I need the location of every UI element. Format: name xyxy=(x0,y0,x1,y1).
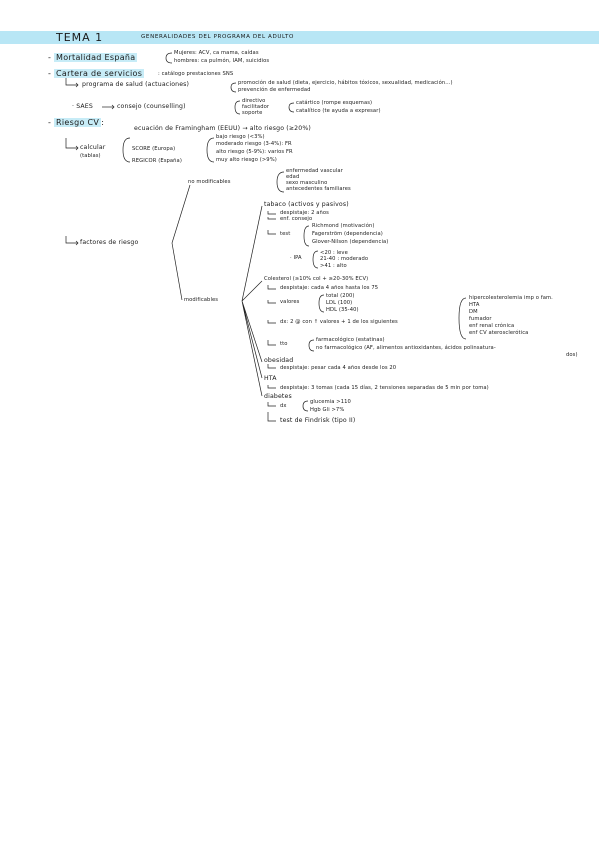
hta: HTA xyxy=(264,375,277,382)
modificables: modificables xyxy=(184,297,219,303)
score-label: SCORE (Europa) xyxy=(132,146,176,152)
ipa-label: · IPA xyxy=(290,255,302,261)
dx-item: enf CV aterosclerótica xyxy=(469,330,529,336)
findrisk-test: test de Findrisk (tipo II) xyxy=(280,417,356,424)
topic-title: TEMA 1 xyxy=(56,31,104,44)
riesgo-muy-alto: muy alto riesgo (>9%) xyxy=(216,157,277,163)
consejo-brace xyxy=(234,100,241,115)
factores-arrow xyxy=(65,236,78,244)
tablas-label: (tablas) xyxy=(80,153,101,159)
dx-brace xyxy=(458,297,467,340)
diabetes-glucemia: glucemia >110 xyxy=(310,399,351,405)
dx-item: hipercolesterolemia imp o fam. xyxy=(469,295,553,301)
consejo-catalitico: catalítico (te ayuda a expresar) xyxy=(296,108,381,114)
valores-label: valores xyxy=(280,299,300,305)
saes-label: · SAES xyxy=(72,103,93,110)
hta-despistaje: despistaje: 3 tomas (cada 15 días, 2 ten… xyxy=(280,385,489,391)
topic-subtitle: GENERALIDADES DEL PROGRAMA DEL ADULTO xyxy=(141,34,295,40)
regicor-label: REGICOR (España) xyxy=(132,158,182,164)
test-richmond: Richmond (motivación) xyxy=(312,223,375,229)
programa-arrow xyxy=(65,77,78,86)
valor-item: total (200) xyxy=(326,293,355,299)
programa-brace xyxy=(230,82,237,93)
cartera-heading: - Cartera de servicios xyxy=(48,69,145,78)
valores-brace xyxy=(318,294,325,313)
mortalidad-mujeres: Mujeres: ACV, ca mama, caídas xyxy=(174,50,259,56)
promocion-salud: promoción de salud (dieta, ejercicio, há… xyxy=(238,80,453,86)
tablas-brace xyxy=(122,137,131,163)
valor-item: LDL (100) xyxy=(326,300,353,306)
colesterol-dx: dx: 2 @ con ↑ valores + 1 de los siguien… xyxy=(280,319,398,325)
riesgo-alto: alto riesgo (5-9%): varios FR xyxy=(216,149,293,155)
consejo-label: consejo (counselling) xyxy=(117,103,186,110)
tto-no-farmacologico: no farmacológico (AF, alimentos antioxid… xyxy=(316,345,496,351)
riesgo-bajo: bajo riesgo (<3%) xyxy=(216,134,265,140)
framingham: ecuación de Framingham (EEUU) → alto rie… xyxy=(134,125,311,132)
mortalidad-hombres: hombres: ca pulmón, IAM, suicidios xyxy=(174,58,270,64)
mortalidad-brace xyxy=(165,52,173,64)
nm-item: enfermedad vascular xyxy=(286,168,343,174)
factores-branch xyxy=(171,184,191,301)
colesterol-despistaje: despistaje: cada 4 años hasta los 75 xyxy=(280,285,379,291)
modificables-fan xyxy=(241,205,263,397)
ipa-item: <20 : leve xyxy=(320,250,348,256)
tto-label: tto xyxy=(280,341,288,347)
diabetes: diabetes xyxy=(264,393,292,400)
dx-dia-brace xyxy=(302,400,309,412)
prevencion-enfermedad: prevención de enfermedad xyxy=(238,87,311,93)
test-label: test xyxy=(280,231,291,237)
obesidad: obesidad xyxy=(264,357,294,364)
tabaco-despistaje: despistaje: 2 años xyxy=(280,210,329,216)
score-brace xyxy=(206,137,215,163)
calcular-label: calcular xyxy=(80,144,106,151)
diabetes-hgb: Hgb Gli >7% xyxy=(310,407,345,413)
ipa-brace xyxy=(312,250,319,269)
cartera-desc: : catálogo prestaciones SNS xyxy=(158,71,234,77)
tabaco: tabaco (activos y pasivos) xyxy=(264,201,349,208)
dx-item: fumador xyxy=(469,316,492,322)
consejo-directivo: directivo xyxy=(242,98,266,104)
colesterol: Colesterol (≥10% col + ≥20-30% ECV) xyxy=(264,276,369,282)
nm-item: sexo masculino xyxy=(286,180,328,186)
nm-item: edad xyxy=(286,174,300,180)
nm-item: antecedentes familiares xyxy=(286,186,351,192)
riesgo-heading: - Riesgo CV: xyxy=(48,118,105,127)
programa-salud: programa de salud (actuaciones) xyxy=(82,81,190,88)
mortalidad-heading: - Mortalidad España xyxy=(48,53,138,62)
dx-item: enf renal crónica xyxy=(469,323,515,329)
ipa-item: 21-40 : moderado xyxy=(320,256,369,262)
consejo-catartico: catártico (rompe esquemas) xyxy=(296,100,373,106)
ipa-item: >41 : alto xyxy=(320,263,347,269)
obesidad-despistaje: despistaje: pesar cada 4 años desde los … xyxy=(280,365,397,371)
nm-brace xyxy=(276,171,285,193)
test-glover: Glover-Nilson (dependencia) xyxy=(312,239,389,245)
title-banner xyxy=(0,31,599,44)
dx-item: DM xyxy=(469,309,478,315)
tto-dos: dos) xyxy=(566,352,578,358)
test-brace xyxy=(303,225,310,247)
riesgo-moderado: moderado riesgo (3-4%): FR xyxy=(216,141,292,147)
factores-riesgo: factores de riesgo xyxy=(80,239,139,246)
no-modificables: no modificables xyxy=(188,179,231,185)
tabaco-enf: enf. consejo xyxy=(280,216,313,222)
tto-farmacologico: farmacológico (estatinas) xyxy=(316,337,385,343)
dx-item: HTA xyxy=(469,302,480,308)
tto-brace xyxy=(308,339,315,352)
calcular-arrow xyxy=(65,138,78,149)
consejo-soporte: soporte xyxy=(242,110,263,116)
valor-item: HDL (35-40) xyxy=(326,307,359,313)
diabetes-dx: dx xyxy=(280,403,287,409)
directivo-brace xyxy=(288,102,295,113)
consejo-facilitador: facilitador xyxy=(242,104,270,110)
test-fagerstrom: Fagerström (dependencia) xyxy=(312,231,383,237)
